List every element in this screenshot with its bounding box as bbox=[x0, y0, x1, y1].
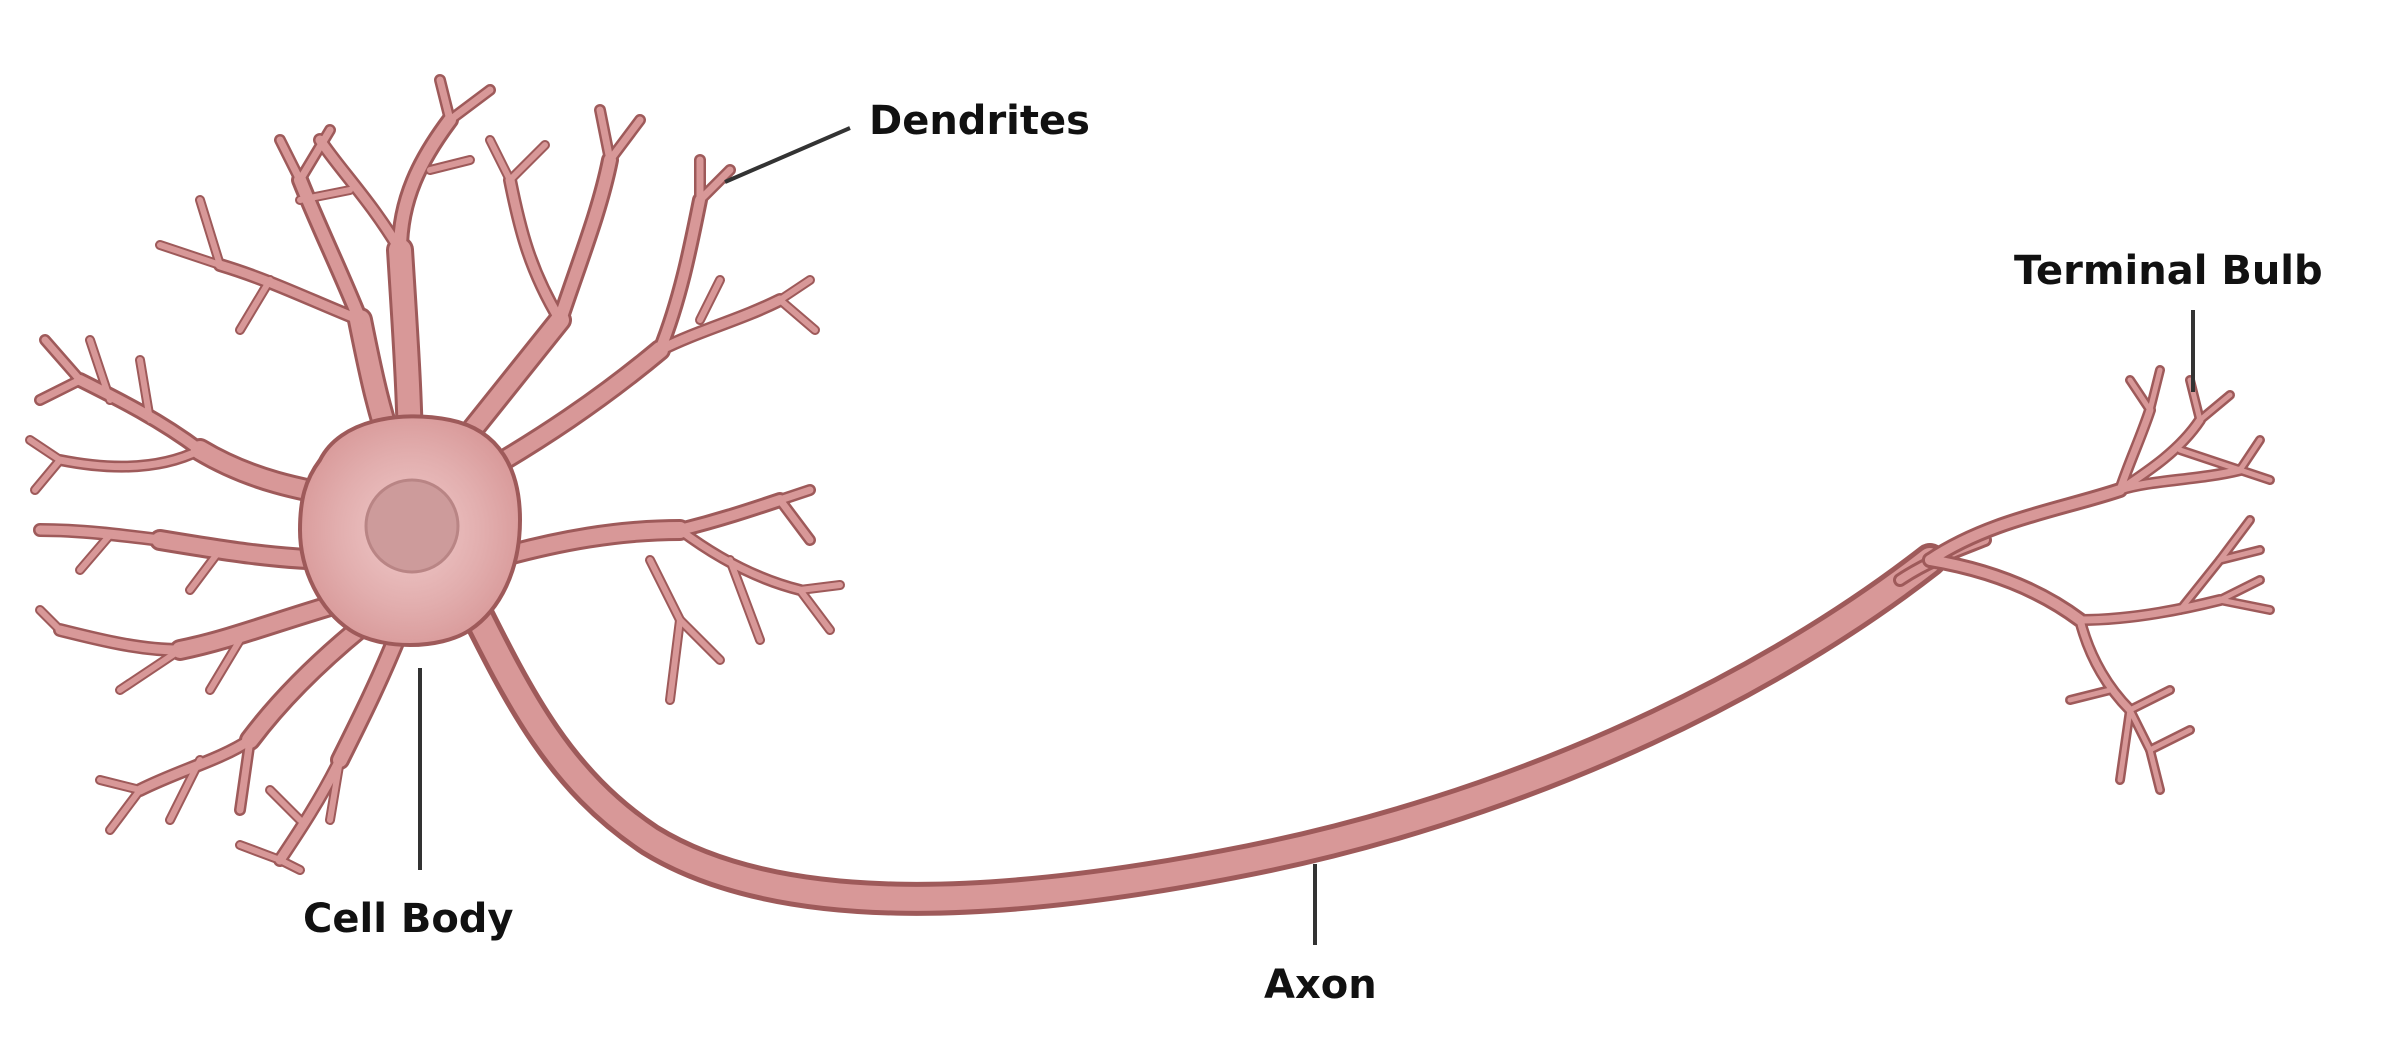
dendrites-label: Dendrites bbox=[869, 98, 1090, 144]
leader-lines bbox=[418, 126, 2195, 945]
labels: Dendrites Terminal Bulb Cell Body Axon bbox=[303, 98, 2323, 1008]
axon-terminals bbox=[1922, 365, 2275, 795]
cell-body bbox=[297, 414, 523, 647]
terminal-bulb-label: Terminal Bulb bbox=[2014, 248, 2323, 294]
cell-body-label: Cell Body bbox=[303, 896, 514, 942]
nucleus bbox=[364, 478, 460, 574]
axon-label: Axon bbox=[1264, 962, 1377, 1008]
axon bbox=[453, 533, 1992, 916]
dendrites-leader-line bbox=[724, 126, 851, 184]
